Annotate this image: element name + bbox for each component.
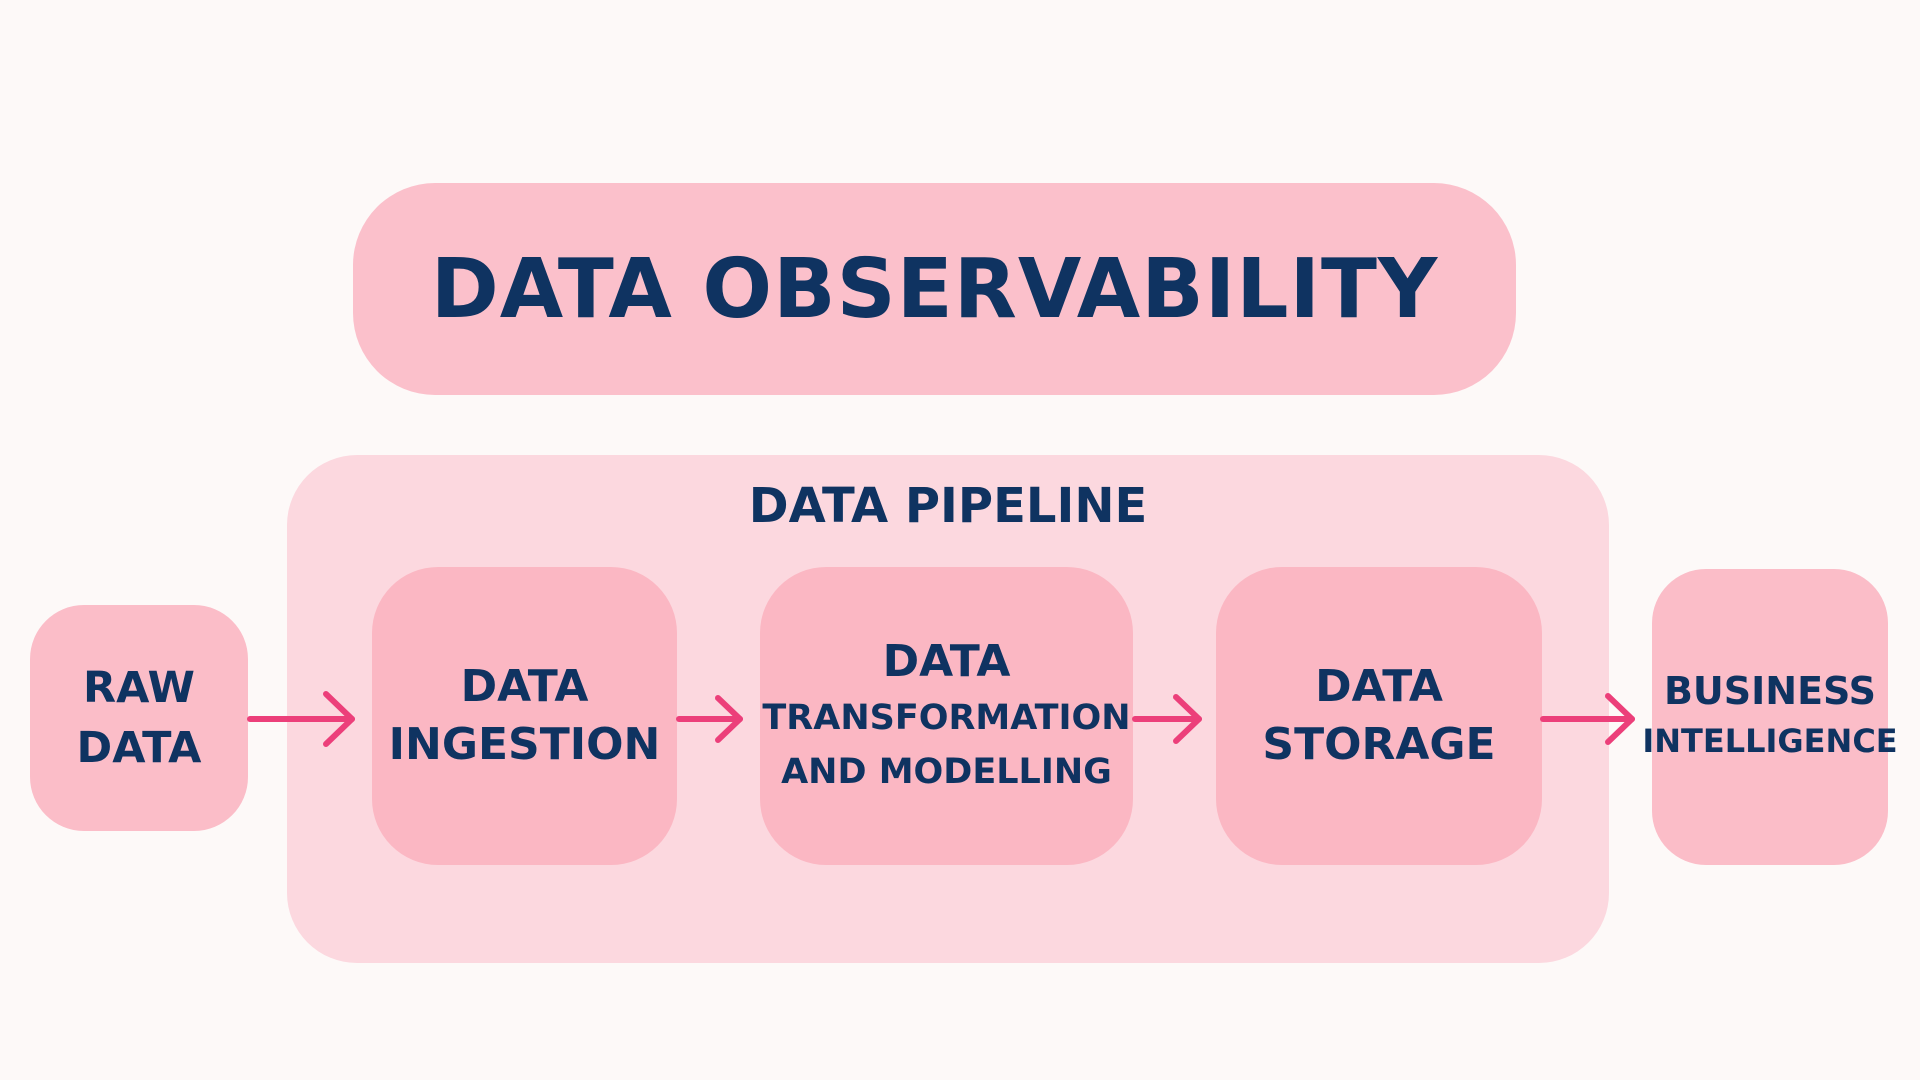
data-observability-banner: DATA OBSERVABILITY [353, 183, 1516, 395]
data-ingestion-box: DATA INGESTION [372, 567, 677, 865]
transformation-label-line3: AND MODELLING [781, 752, 1112, 793]
raw-data-box: RAW DATA [30, 605, 248, 831]
transformation-label-line1: DATA [882, 635, 1011, 687]
business-intelligence-box: BUSINESS INTELLIGENCE [1642, 569, 1898, 865]
storage-label-line2: STORAGE [1262, 719, 1496, 770]
right-arrow-icon [1132, 694, 1202, 744]
data-transformation-box: DATA TRANSFORMATION AND MODELLING [760, 567, 1133, 865]
bi-label-line2: INTELLIGENCE [1642, 722, 1898, 761]
right-arrow-icon [247, 691, 355, 747]
raw-data-label-line2: DATA [76, 723, 202, 773]
ingestion-label-line1: DATA [460, 660, 589, 712]
right-arrow-icon [676, 695, 743, 743]
banner-title: DATA OBSERVABILITY [430, 241, 1439, 337]
transformation-label-line2: TRANSFORMATION [762, 697, 1131, 738]
ingestion-label-line2: INGESTION [388, 719, 661, 770]
raw-data-label-line1: RAW [83, 662, 195, 713]
right-arrow-icon [1540, 693, 1635, 745]
storage-label-line1: DATA [1315, 660, 1443, 712]
pipeline-title: DATA PIPELINE [748, 478, 1148, 534]
bi-label-line1: BUSINESS [1663, 668, 1877, 713]
data-storage-box: DATA STORAGE [1216, 567, 1542, 865]
